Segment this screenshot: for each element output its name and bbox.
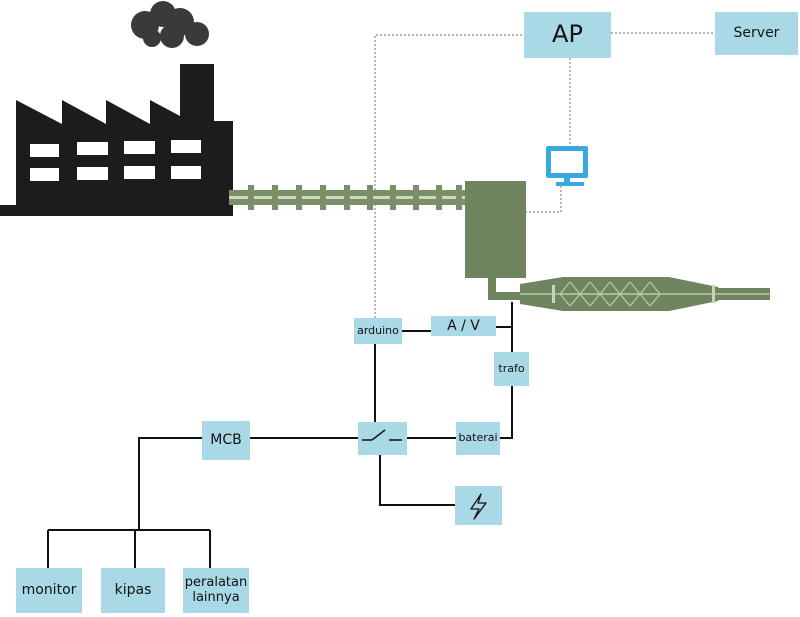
trafo-box: trafo	[494, 352, 529, 386]
generator-icon	[465, 181, 526, 278]
kipas-box: kipas	[101, 568, 165, 613]
peralatan-lainnya-box: peralatan lainnya	[183, 568, 249, 613]
turbine-icon	[520, 277, 770, 311]
factory-icon	[0, 1, 233, 216]
data-links	[374, 32, 715, 318]
wire-switch-power	[379, 455, 455, 506]
monitor-box: monitor	[16, 568, 82, 613]
baterai-box: baterai	[456, 422, 500, 455]
generator-shaft	[488, 278, 520, 300]
power-box	[455, 486, 502, 525]
wire-trafo-baterai	[500, 386, 513, 439]
computer-monitor-icon	[546, 146, 588, 186]
electrical-wiring	[47, 302, 513, 568]
switch-box	[358, 422, 407, 455]
switch-icon	[362, 429, 402, 441]
smoke-cloud	[131, 1, 209, 48]
steam-pipe	[229, 185, 467, 210]
server-box: Server	[715, 12, 798, 55]
lightning-icon	[470, 493, 487, 520]
ap-box: AP	[524, 12, 611, 58]
av-meter-box: A / V	[431, 316, 496, 336]
arduino-box: arduino	[354, 318, 402, 344]
wire-mcb-bus	[138, 437, 202, 530]
link-computer-generator	[526, 186, 562, 213]
mcb-box: MCB	[202, 421, 250, 460]
